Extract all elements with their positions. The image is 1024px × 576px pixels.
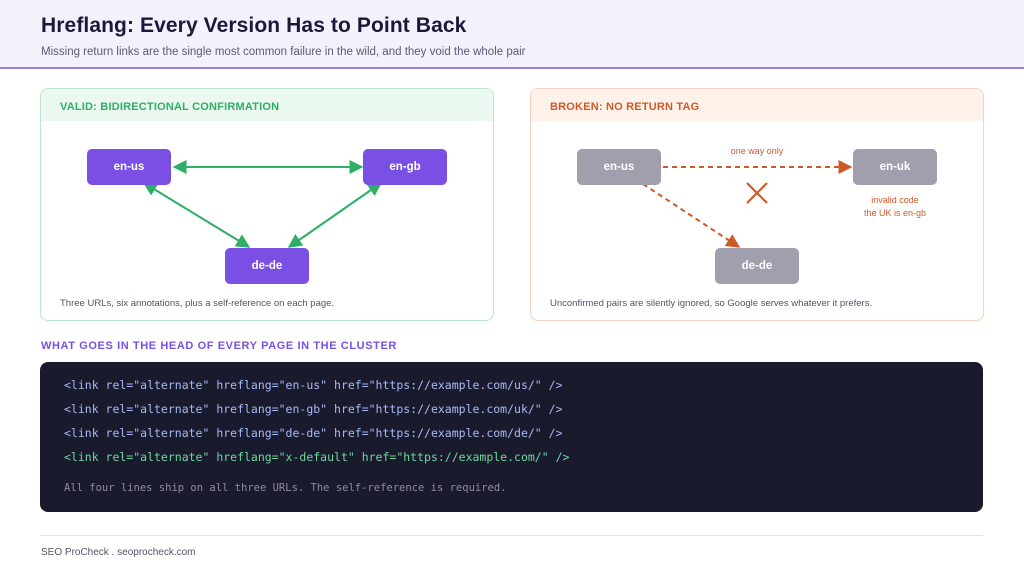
broken-panel: BROKEN: NO RETURN TAG one way only en-us… — [530, 88, 984, 321]
node-en-us-broken: en-us — [577, 149, 661, 185]
page-title: Hreflang: Every Version Has to Point Bac… — [41, 14, 467, 37]
valid-diagram-arrows — [142, 160, 383, 248]
node-en-us: en-us — [87, 149, 171, 185]
arrow-en-gb-de-de — [287, 182, 383, 248]
invalid-code-note: invalid code the UK is en-gb — [845, 194, 945, 220]
code-line: <link rel="alternate" hreflang="en-gb" h… — [64, 402, 563, 416]
code-line-x-default: <link rel="alternate" hreflang="x-defaul… — [64, 450, 570, 464]
page-subtitle: Missing return links are the single most… — [41, 46, 526, 58]
broken-diagram-arrows — [642, 160, 853, 248]
node-en-gb: en-gb — [363, 149, 447, 185]
footer-divider — [40, 535, 983, 536]
arrow-en-us-de-de — [142, 182, 251, 248]
node-de-de: de-de — [225, 248, 309, 284]
valid-panel-header: VALID: BIDIRECTIONAL CONFIRMATION — [41, 89, 493, 121]
header-banner: Hreflang: Every Version Has to Point Bac… — [0, 0, 1024, 69]
broken-panel-header: BROKEN: NO RETURN TAG — [531, 89, 983, 121]
valid-panel-caption: Three URLs, six annotations, plus a self… — [60, 298, 335, 309]
cross-icon — [746, 182, 768, 204]
code-line: <link rel="alternate" hreflang="de-de" h… — [64, 426, 563, 440]
broken-panel-caption: Unconfirmed pairs are silently ignored, … — [550, 298, 873, 309]
arrow-note: one way only — [730, 146, 784, 156]
footer-brand: SEO ProCheck . seoprocheck.com — [41, 547, 196, 558]
broken-panel-title: BROKEN: NO RETURN TAG — [550, 101, 700, 113]
invalid-note-line2: the UK is en-gb — [863, 208, 927, 218]
code-section-label: WHAT GOES IN THE HEAD OF EVERY PAGE IN T… — [41, 340, 397, 352]
code-note: All four lines ship on all three URLs. T… — [64, 482, 507, 494]
arrow-en-us-de-de-broken — [642, 183, 741, 248]
valid-panel: VALID: BIDIRECTIONAL CONFIRMATION en-us … — [40, 88, 494, 321]
node-de-de-broken: de-de — [715, 248, 799, 284]
valid-panel-title: VALID: BIDIRECTIONAL CONFIRMATION — [60, 101, 280, 113]
code-block: <link rel="alternate" hreflang="en-us" h… — [40, 362, 983, 512]
node-en-uk: en-uk — [853, 149, 937, 185]
invalid-note-line1: invalid code — [871, 195, 919, 205]
code-line: <link rel="alternate" hreflang="en-us" h… — [64, 378, 563, 392]
